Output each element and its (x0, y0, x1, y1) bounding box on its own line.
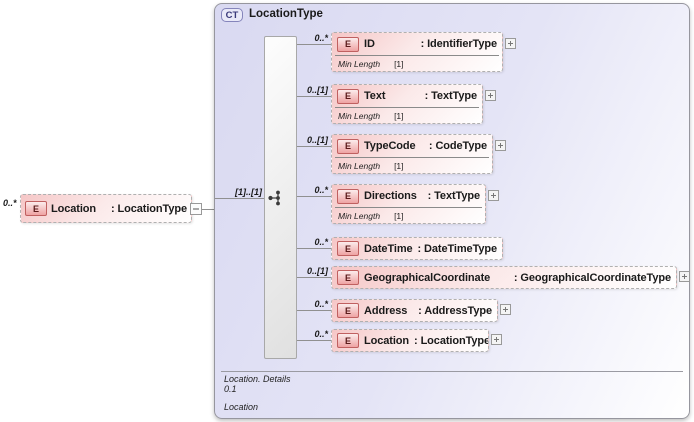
facet-label: Min Length (338, 110, 381, 121)
expand-icon[interactable] (500, 304, 511, 315)
collapse-icon[interactable] (190, 203, 202, 215)
element-icon: E (337, 138, 359, 154)
footer-annotation: Location. Details (224, 374, 291, 384)
element-icon: E (337, 333, 359, 348)
element-type: : GeographicalCoordinateType (513, 271, 671, 284)
element-box-id[interactable]: E ID : IdentifierType Min Length [1] (331, 32, 503, 72)
element-type: : IdentifierType (420, 38, 498, 50)
element-type: : TextType (427, 190, 480, 202)
sequence-cardinality-label: [1]..[1] (235, 187, 262, 197)
element-icon: E (337, 88, 359, 104)
element-name: TypeCode (364, 140, 416, 152)
expand-icon[interactable] (488, 190, 499, 201)
element-name: ID (364, 38, 375, 50)
element-name: DateTime (364, 242, 413, 255)
footer-version: 0.1 (224, 384, 237, 394)
cardinality-label: 0..* (314, 329, 328, 339)
root-element-box[interactable]: E Location : LocationType (20, 194, 192, 223)
element-type: : DateTimeType (417, 242, 498, 255)
element-box-datetime[interactable]: E DateTime : DateTimeType (331, 237, 503, 260)
element-type: : TextType (424, 90, 477, 102)
connector-line (297, 196, 331, 197)
root-cardinality-label: 0..* (3, 198, 17, 208)
facet-row: Min Length [1] (335, 157, 489, 173)
cardinality-label: 0..* (314, 33, 328, 43)
cardinality-label: 0..[1] (306, 85, 328, 95)
element-box-text[interactable]: E Text : TextType Min Length [1] (331, 84, 483, 124)
element-icon: E (337, 270, 359, 285)
element-name: Location (51, 202, 97, 215)
element-box-location[interactable]: E Location : LocationType (331, 329, 489, 352)
complex-type-icon: CT (221, 8, 243, 22)
cardinality-label: 0..[1] (306, 135, 328, 145)
facet-value: [1] (394, 110, 404, 121)
element-icon: E (25, 201, 47, 216)
connector-line (297, 310, 331, 311)
element-name: Address (364, 304, 408, 317)
element-type: : CodeType (428, 140, 487, 152)
connector-line (297, 248, 331, 249)
element-icon: E (337, 36, 359, 52)
facet-row: Min Length [1] (335, 107, 479, 123)
element-box-geographicalcoordinate[interactable]: E GeographicalCoordinate : GeographicalC… (331, 266, 677, 289)
facet-value: [1] (394, 58, 404, 69)
facet-value: [1] (394, 210, 404, 221)
cardinality-label: 0..* (314, 185, 328, 195)
facet-label: Min Length (338, 160, 381, 171)
element-icon: E (337, 188, 359, 204)
element-box-address[interactable]: E Address : AddressType (331, 299, 498, 322)
expand-icon[interactable] (485, 90, 496, 101)
connector-line (297, 44, 331, 45)
connector-line (297, 277, 331, 278)
element-name: Location (364, 334, 410, 347)
cardinality-label: 0..[1] (306, 266, 328, 276)
element-type: : LocationType (110, 202, 187, 215)
element-type: : LocationType (414, 334, 489, 347)
element-box-typecode[interactable]: E TypeCode : CodeType Min Length [1] (331, 134, 493, 174)
footer-namespace: Location (224, 402, 259, 412)
connector-line (202, 209, 214, 210)
footer-divider (221, 371, 683, 372)
complex-type-panel: CT LocationType [1]..[1] 0..* E ID : Ide… (214, 3, 690, 419)
facet-label: Min Length (338, 210, 381, 221)
connector-line (297, 146, 331, 147)
connector-line (297, 340, 331, 341)
element-name: Text (364, 90, 386, 102)
expand-icon[interactable] (679, 271, 690, 282)
expand-icon[interactable] (505, 38, 516, 49)
facet-value: [1] (394, 160, 404, 171)
expand-icon[interactable] (495, 140, 506, 151)
sequence-icon (268, 190, 280, 206)
element-name: GeographicalCoordinate (364, 271, 491, 284)
element-box-directions[interactable]: E Directions : TextType Min Length [1] (331, 184, 486, 224)
complex-type-title: LocationType (249, 8, 323, 20)
connector-line (215, 198, 264, 199)
expand-icon[interactable] (491, 334, 502, 345)
element-name: Directions (364, 190, 417, 202)
facet-label: Min Length (338, 58, 381, 69)
element-icon: E (337, 241, 359, 256)
facet-row: Min Length [1] (335, 55, 499, 71)
cardinality-label: 0..* (314, 237, 328, 247)
facet-row: Min Length [1] (335, 207, 482, 223)
connector-line (297, 96, 331, 97)
element-type: : AddressType (418, 304, 492, 317)
cardinality-label: 0..* (314, 299, 328, 309)
element-icon: E (337, 303, 359, 318)
